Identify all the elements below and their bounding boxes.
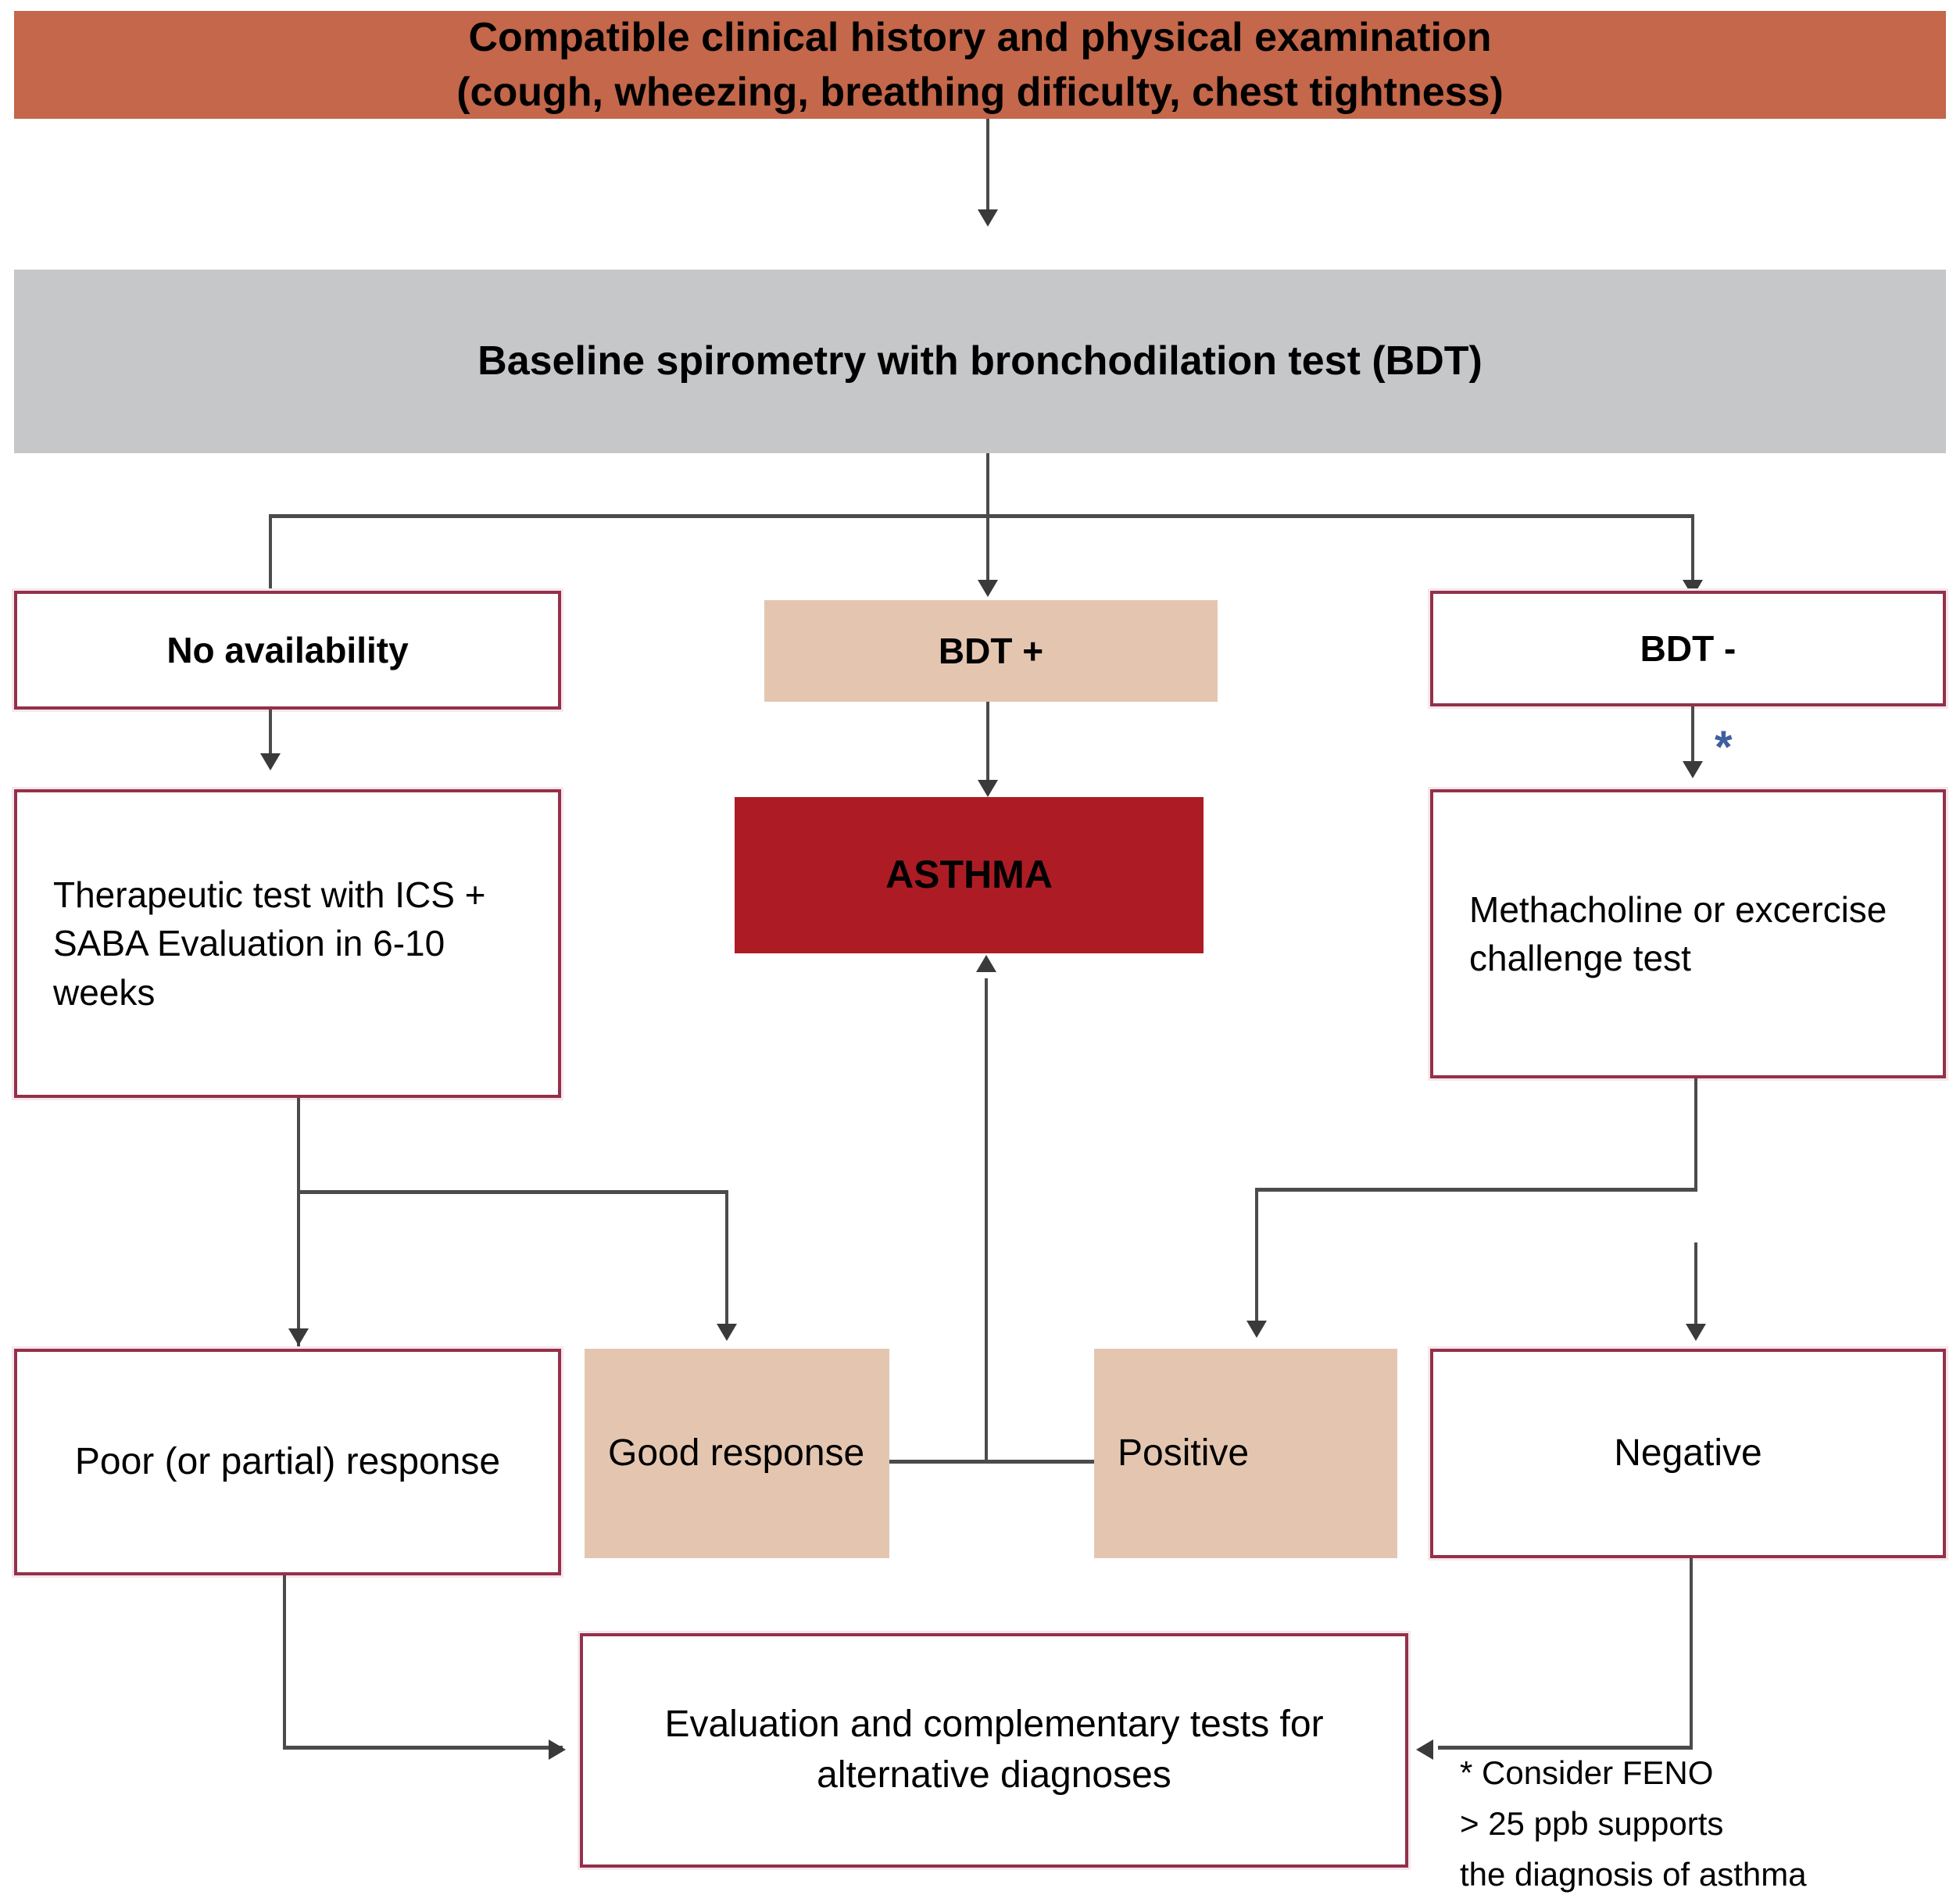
clinical-history-line1: Compatible clinical history and physical… <box>468 14 1492 60</box>
node-challenge-test: Methacholine or excercise challenge test <box>1430 789 1946 1078</box>
positive-label: Positive <box>1118 1432 1250 1474</box>
bdt-negative-label: BDT - <box>1640 627 1736 669</box>
connector-poor-right <box>283 1746 563 1750</box>
arrow-right-icon <box>549 1739 566 1760</box>
fork-leg-right <box>1691 514 1694 583</box>
poor-response-label: Poor (or partial) response <box>74 1440 501 1482</box>
node-alternative-diagnoses: Evaluation and complementary tests for a… <box>580 1633 1408 1868</box>
connector-negative-left <box>1438 1746 1693 1750</box>
connector-to-good-response <box>725 1190 728 1337</box>
node-negative: Negative <box>1430 1349 1946 1558</box>
node-therapeutic-test: Therapeutic test with ICS + SABA Evaluat… <box>14 789 561 1098</box>
node-bdt-negative: BDT - <box>1430 591 1946 706</box>
fork-stem <box>986 453 989 516</box>
arrow-down-icon <box>978 209 998 227</box>
connector-bdtplus-to-asthma <box>986 702 989 792</box>
connector-challenge-stem <box>1694 1078 1697 1189</box>
connector-therapeutic-crossbar <box>297 1190 728 1194</box>
connector-poor-down <box>283 1575 286 1749</box>
footnote-text: * Consider FENO > 25 ppb supports the di… <box>1460 1754 1807 1893</box>
asthma-label: ASTHMA <box>885 853 1053 897</box>
arrow-down-icon <box>1686 1324 1706 1341</box>
node-positive: Positive <box>1094 1349 1397 1558</box>
connector-negative-down <box>1690 1558 1693 1749</box>
node-no-availability: No availability <box>14 591 561 710</box>
connector-to-positive <box>1255 1188 1258 1335</box>
connector-challenge-crossbar <box>1255 1188 1697 1192</box>
fork-crossbar <box>269 514 1694 518</box>
arrow-up-icon <box>976 955 996 972</box>
fork-leg-middle <box>986 514 989 583</box>
fork-leg-left <box>269 514 272 591</box>
arrow-down-icon <box>978 780 998 797</box>
connector-therapeutic-stem <box>297 1098 300 1348</box>
footnote-asterisk-marker: * <box>1715 722 1733 773</box>
good-response-label: Good response <box>608 1432 865 1474</box>
connector-bdtminus-to-challenge <box>1691 706 1694 774</box>
clinical-history-line2: (cough, wheezing, breathing dificulty, c… <box>456 70 1504 115</box>
connector-good-to-center <box>889 1460 1094 1464</box>
arrow-down-icon <box>978 580 998 597</box>
arrow-down-icon <box>260 753 281 770</box>
bdt-positive-label: BDT + <box>938 630 1044 671</box>
node-asthma-result: ASTHMA <box>735 797 1204 953</box>
arrow-left-icon <box>1416 1739 1433 1760</box>
arrow-down-icon <box>717 1324 737 1341</box>
arrow-down-icon <box>288 1328 309 1346</box>
node-bdt-positive: BDT + <box>764 600 1218 702</box>
node-poor-response: Poor (or partial) response <box>14 1349 561 1575</box>
arrow-down-icon <box>1683 761 1703 778</box>
spirometry-label: Baseline spirometry with bronchodilation… <box>477 338 1483 384</box>
negative-label: Negative <box>1614 1432 1762 1474</box>
challenge-test-label: Methacholine or excercise challenge test <box>1469 888 1887 978</box>
arrow-down-icon <box>1246 1321 1267 1338</box>
connector-noavail-to-therapeutic <box>269 710 272 766</box>
no-availability-label: No availability <box>166 629 409 670</box>
connector-to-negative <box>1694 1242 1697 1338</box>
connector-center-up-to-asthma <box>985 978 988 1461</box>
node-clinical-history: Compatible clinical history and physical… <box>14 11 1946 119</box>
therapeutic-test-label: Therapeutic test with ICS + SABA Evaluat… <box>53 874 486 1013</box>
alternative-diagnoses-label: Evaluation and complementary tests for a… <box>664 1704 1324 1796</box>
node-good-response: Good response <box>585 1349 889 1558</box>
connector-history-to-spirometry <box>986 119 989 213</box>
node-spirometry: Baseline spirometry with bronchodilation… <box>14 270 1946 453</box>
